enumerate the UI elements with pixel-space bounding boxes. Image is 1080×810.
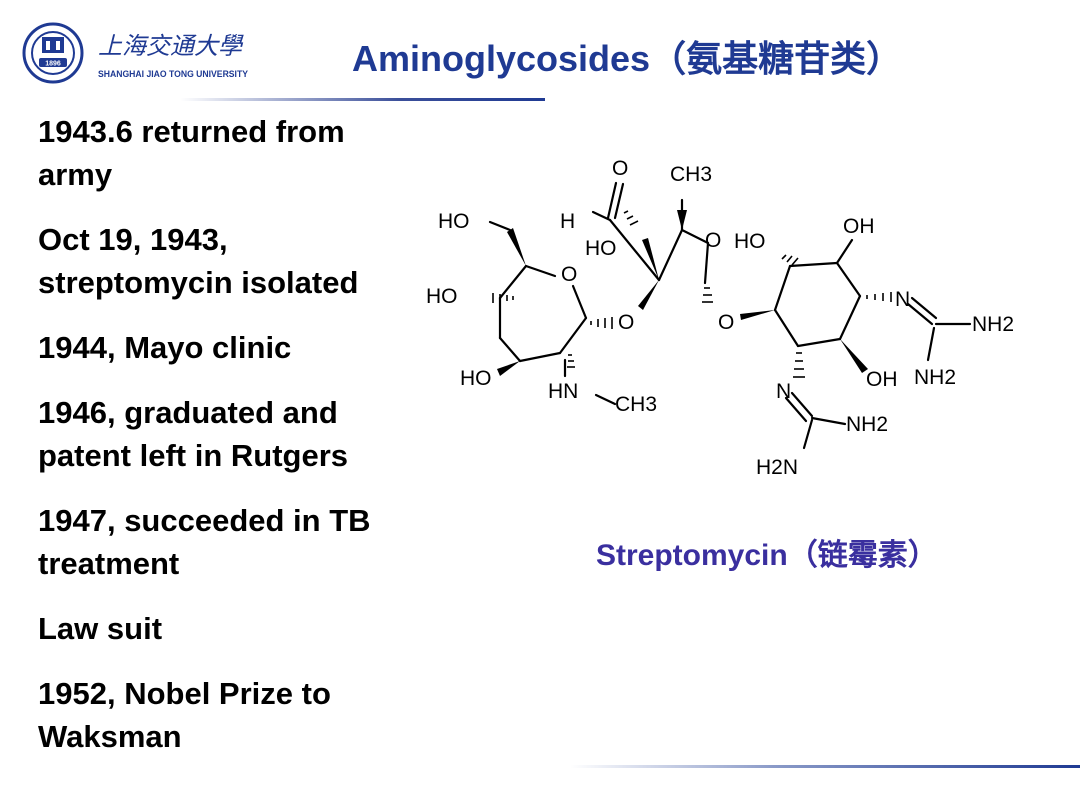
seal-year: 1896 [45,61,61,68]
atom-label: O [705,229,721,252]
title-underline [180,98,545,101]
university-english-name: SHANGHAI JIAO TONG UNIVERSITY [98,69,249,80]
bottom-rule [570,765,1080,768]
atom-label: CH3 [615,393,657,416]
university-chinese-name: 上海交通大學 [98,33,244,60]
event-item: 1943.6 returned from army [38,114,345,192]
event-item: 1952, Nobel Prize to Waksman [38,676,331,754]
atom-label: HN [548,380,578,403]
atom-label: N [895,288,910,311]
atom-labels: HO HO HO O O HN CH3 H O CH3 HO O O HO OH… [426,157,1014,479]
atom-label: HO [460,367,492,390]
event-item: 1946, graduated and patent left in Rutge… [38,395,349,473]
atom-label: N [776,380,791,403]
atom-label: H [560,210,575,233]
streptomycin-structure: HO HO HO O O HN CH3 H O CH3 HO O O HO OH… [426,157,1014,479]
atom-label: NH2 [972,313,1014,336]
atom-label: HO [734,230,766,253]
atom-label: CH3 [670,163,712,186]
university-logo: 1896 上海交通大學 SHANGHAI JIAO TONG UNIVERSIT… [22,22,249,84]
atom-label: HO [585,237,617,260]
atom-label: OH [843,215,875,238]
atom-label: O [561,263,577,286]
event-list: 1943.6 returned from army Oct 19, 1943, … [38,110,418,780]
atom-label: O [718,311,734,334]
slide-title: Aminoglycosides（氨基糖苷类） [352,38,903,79]
event-item: 1947, succeeded in TB treatment [38,503,371,581]
atom-label: H2N [756,456,798,479]
event-item: 1944, Mayo clinic [38,330,292,365]
stereo-hashes [492,210,892,378]
university-seal-icon: 1896 [22,22,84,84]
event-item: Oct 19, 1943, streptomycin isolated [38,222,359,300]
atom-label: OH [866,368,898,391]
atom-label: O [612,157,628,180]
atom-label: HO [438,210,470,233]
atom-label: NH2 [846,413,888,436]
atom-label: O [618,311,634,334]
atom-label: HO [426,285,458,308]
stereo-wedges [497,210,868,376]
bonds [488,181,972,450]
event-item: Law suit [38,611,163,646]
atom-label: NH2 [914,366,956,389]
structure-caption: Streptomycin（链霉素） [596,539,938,572]
